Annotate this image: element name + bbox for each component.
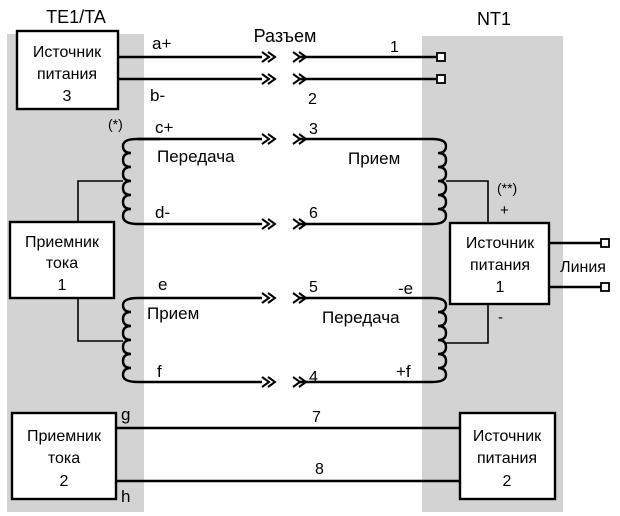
power-supply-1-line2: питания <box>470 257 530 274</box>
receiver-1-box <box>8 220 116 300</box>
connector-chevron <box>267 376 277 388</box>
power-supply-1-line3: 1 <box>496 279 505 296</box>
receiver-2-line2: тока <box>48 450 80 467</box>
label-d-minus: d- <box>155 203 170 222</box>
label-neg-e: -e <box>398 279 413 298</box>
label-b-minus: b- <box>150 86 165 105</box>
connector-chevron <box>267 218 277 230</box>
power-supply-1-line1: Источник <box>466 235 535 252</box>
tap-left-top <box>77 180 123 222</box>
label-g: g <box>121 405 130 424</box>
tap-right-bottom <box>446 304 489 344</box>
connector-chevron <box>292 133 302 145</box>
power-supply-2-box <box>458 411 557 501</box>
terminal-1 <box>436 52 446 62</box>
power-supply-2-line3: 2 <box>503 473 512 490</box>
coil-left-top <box>121 137 262 226</box>
label-h: h <box>121 487 130 506</box>
label-f: f <box>157 362 162 381</box>
note-left: (*) <box>108 116 123 132</box>
nt-title: NT1 <box>477 9 511 29</box>
line-terminal-top <box>600 238 610 248</box>
connector-chevron <box>292 73 302 85</box>
connector-chevron <box>267 73 277 85</box>
receiver-1-line2: тока <box>46 255 78 272</box>
pin-7: 7 <box>312 409 321 426</box>
label-c-plus: c+ <box>155 118 174 137</box>
terminal-2 <box>436 74 446 84</box>
pin-2: 2 <box>308 91 317 108</box>
pin-5: 5 <box>309 279 318 296</box>
coil-right-bottom-label: Передача <box>322 308 400 327</box>
label-a-plus: a+ <box>152 34 171 53</box>
label-plus: + <box>500 202 509 219</box>
te-title: TE1/TA <box>46 7 106 27</box>
connector-chevron <box>261 73 271 85</box>
connector-chevron <box>261 376 271 388</box>
receiver-2-line3: 2 <box>60 473 69 490</box>
connector-chevron <box>292 376 302 388</box>
coil-right-top <box>300 137 448 226</box>
pin-8: 8 <box>315 461 324 478</box>
connector-chevron <box>292 292 302 304</box>
coil-right-bottom <box>300 296 448 384</box>
coil-left-bottom <box>121 296 262 384</box>
receiver-2-box <box>10 411 118 501</box>
power-supply-3-line3: 3 <box>63 88 72 105</box>
connector-title: Разъем <box>254 26 317 46</box>
connector-chevron <box>261 51 271 63</box>
pin-4: 4 <box>309 369 318 386</box>
pin-3: 3 <box>309 121 318 138</box>
receiver-1-line3: 1 <box>58 277 67 294</box>
coil-right-top-label: Прием <box>348 149 400 168</box>
note-right: (**) <box>497 180 517 196</box>
pin-1: 1 <box>390 39 399 56</box>
line-terminal-bottom <box>600 282 610 292</box>
label-e: e <box>158 275 167 294</box>
label-minus: - <box>498 309 503 326</box>
power-supply-3-line2: питания <box>37 66 97 83</box>
power-supply-2-line1: Источник <box>473 428 542 445</box>
receiver-1-line1: Приемник <box>25 234 100 251</box>
receiver-2-line1: Приемник <box>27 428 102 445</box>
power-supply-1-box <box>448 221 551 306</box>
power-supply-3-box <box>15 29 120 111</box>
connector-chevron <box>261 133 271 145</box>
connector-chevron <box>261 218 271 230</box>
coil-left-top-label: Передача <box>157 147 235 166</box>
power-supply-3-line1: Источник <box>33 44 102 61</box>
connector-chevron <box>267 133 277 145</box>
connector-chevron <box>292 51 302 63</box>
line-label: Линия <box>560 259 606 276</box>
coil-left-bottom-label: Прием <box>147 304 199 323</box>
connector-chevron <box>292 218 302 230</box>
tap-right-top <box>446 180 489 223</box>
connector-chevron <box>261 292 271 304</box>
pin-6: 6 <box>309 205 318 222</box>
label-pos-f: +f <box>396 362 411 381</box>
tap-left-bottom <box>77 298 123 342</box>
power-supply-2-line2: питания <box>477 450 537 467</box>
connector-chevron <box>267 51 277 63</box>
connector-chevron <box>267 292 277 304</box>
